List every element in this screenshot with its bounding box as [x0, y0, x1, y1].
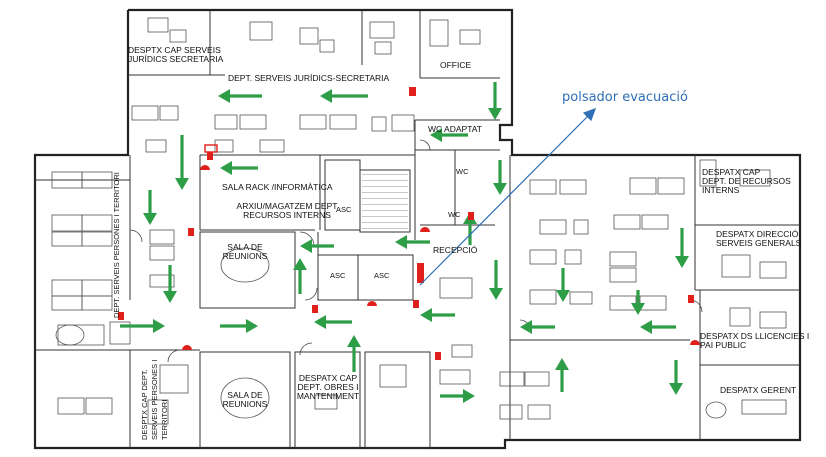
room-label-asc-3: ASC — [374, 271, 390, 280]
evac-arrow — [440, 389, 475, 403]
room-label-wc-adaptat: WC ADAPTAT — [428, 124, 482, 134]
fire-extinguisher-icon — [468, 212, 474, 220]
evac-arrow — [489, 260, 503, 300]
evac-arrow — [555, 358, 569, 392]
evac-arrow — [314, 315, 352, 329]
room-label-wc-1: WC — [456, 167, 469, 176]
evac-arrow — [395, 235, 430, 249]
evac-arrow — [347, 335, 361, 372]
annotation-leader — [419, 107, 597, 286]
evac-arrow — [175, 135, 189, 190]
alarm-bell-icon — [690, 340, 700, 345]
room-label-sala-reunions-2: SALA DE REUNIONS — [222, 390, 268, 409]
fire-extinguisher-icon — [435, 352, 441, 360]
room-label-asc-1: ASC — [336, 205, 352, 214]
evac-arrow — [420, 308, 455, 322]
fire-extinguisher-icon — [312, 305, 318, 313]
evac-arrow — [320, 89, 368, 103]
evac-arrow — [293, 258, 307, 294]
fire-extinguisher-icon — [118, 312, 124, 320]
evac-arrow — [669, 360, 683, 395]
room-label-despatx-cap-serveis-juridics: DESPTX CAP SERVEIS JURÍDICS SECRETARIA — [128, 45, 224, 64]
evac-arrow — [430, 128, 468, 142]
room-label-despatx-direccio-serveis: DESPATX DIRECCIÓ SERVEIS GENERALS — [716, 229, 802, 248]
room-label-despatx-cap-obres: DESPATX CAP DEPT. OBRES I MANTENIMENT — [296, 373, 360, 401]
evac-arrow — [675, 228, 689, 268]
inner-walls — [35, 10, 800, 449]
alarm-bell-icon — [200, 165, 210, 170]
annotation-evacuation-button: polsador evacuació — [562, 90, 688, 105]
room-label-despatx-direccio-recursos: DESPATX CAP DEPT. DE RECURSOS INTERNS — [702, 167, 791, 195]
fire-extinguisher-icon — [207, 152, 213, 160]
evac-arrow — [300, 239, 334, 253]
room-label-dept-serveis-persones: DEPT. SERVEIS PERSONES I TERRITORI — [112, 172, 121, 318]
fire-extinguisher-icon — [204, 144, 218, 153]
fire-extinguisher-icon — [409, 87, 416, 96]
alarm-bell-icon — [367, 301, 377, 306]
evac-arrow — [631, 290, 645, 315]
room-label-office: OFFICE — [440, 60, 472, 70]
evac-arrow — [520, 320, 555, 334]
fire-extinguisher-icon — [688, 295, 694, 303]
evac-arrow — [493, 160, 507, 195]
room-label-sala-rack: SALA RACK /INFORMÀTICA — [222, 182, 333, 192]
evac-arrow — [640, 320, 676, 334]
fire-extinguisher-icon — [413, 300, 419, 308]
room-label-despatx-cap-dept-persones: DESPTX CAP DEPT. SERVEIS PERSONES I TERR… — [140, 359, 169, 440]
fire-extinguisher-icon — [417, 263, 424, 283]
evac-arrow — [163, 265, 177, 303]
evac-arrow — [218, 89, 262, 103]
evacuation-arrows — [120, 82, 689, 403]
room-label-recepcio: RECEPCIÓ — [433, 245, 478, 255]
door-swings — [129, 139, 703, 363]
alarm-bell-icon — [182, 345, 192, 350]
alarm-bell-icon — [420, 227, 430, 232]
furniture — [51, 17, 787, 425]
evac-arrow — [220, 319, 258, 333]
fire-equipment — [118, 87, 700, 360]
evac-arrow — [120, 319, 165, 333]
outer-walls — [33, 8, 802, 450]
room-label-despatx-llicencies: DESPATX DS LLICENCIES I PAI PUBLIC — [700, 331, 810, 350]
room-label-asc-2: ASC — [330, 271, 346, 280]
room-label-arxiu-magatzem: ARXIU/MAGATZEM DEPT RECURSOS INTERNS — [236, 201, 338, 220]
evac-arrow — [556, 268, 570, 302]
evac-arrow — [143, 190, 157, 225]
room-label-despatx-gerent: DESPATX GERENT — [720, 385, 797, 395]
room-label-dept-serveis-juridics: DEPT. SERVEIS JURÍDICS-SECRETARIA — [228, 73, 390, 83]
room-label-wc-2: WC — [448, 210, 461, 219]
evac-arrow — [488, 82, 502, 120]
fire-extinguisher-icon — [188, 228, 194, 236]
evac-arrow — [220, 161, 258, 175]
room-label-sala-reunions-1: SALA DE REUNIONS — [222, 242, 268, 261]
